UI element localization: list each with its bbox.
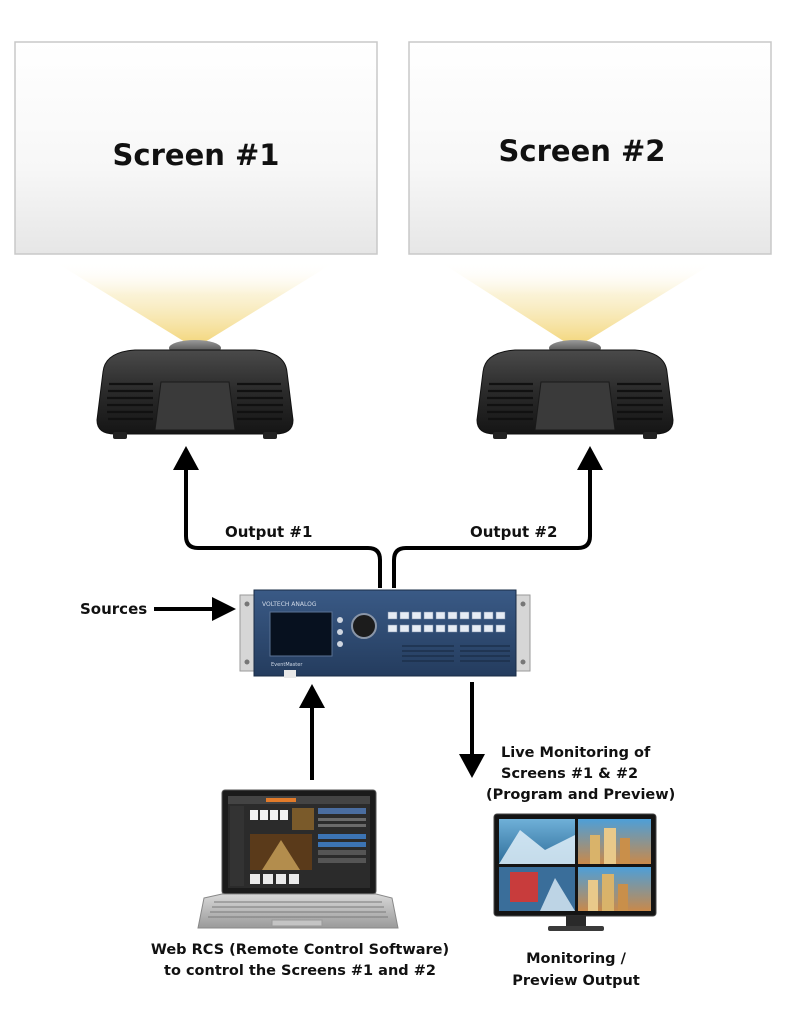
switcher-model: EventMaster: [271, 662, 303, 668]
screen-1: Screen #1: [14, 41, 378, 255]
projector-2-beam: [440, 262, 715, 342]
output-1-arrowhead: [173, 446, 199, 470]
screen-2: Screen #2: [408, 41, 772, 255]
video-switcher: VOLTECH ANALOG EventMaster: [239, 589, 531, 678]
switcher-display: [269, 611, 333, 657]
switcher-buttons: [387, 611, 506, 633]
laptop-caption-line-1: Web RCS (Remote Control Software): [151, 942, 449, 958]
switcher-knob: [351, 613, 377, 639]
control-arrowhead: [299, 684, 325, 708]
projector-2: [476, 340, 674, 439]
live-monitoring-line-1: Live Monitoring of: [501, 745, 651, 761]
screen-1-label: Screen #1: [113, 138, 280, 172]
output-2-arrowhead: [577, 446, 603, 470]
projector-1: [96, 340, 294, 439]
monitor-quadrant-bottom-right: [578, 867, 651, 911]
live-monitoring-line-3: (Program and Preview): [486, 787, 675, 803]
output-2-arrow: [392, 470, 592, 588]
output-1-label: Output #1: [225, 523, 312, 541]
sources-label: Sources: [80, 600, 147, 618]
monitor-quadrant-bottom-left: [499, 867, 575, 911]
laptop: [197, 789, 399, 929]
monitor-caption-line-1: Monitoring /: [526, 951, 626, 967]
monitor-quadrant-top-left: [499, 819, 575, 864]
monitor-quadrant-top-right: [578, 819, 651, 864]
switcher-brand: VOLTECH ANALOG: [262, 601, 317, 608]
sources-arrowhead: [212, 597, 236, 621]
output-1-arrow: [184, 470, 382, 588]
output-2-label: Output #2: [470, 523, 557, 541]
screen-2-label: Screen #2: [499, 134, 666, 168]
live-monitoring-line-2: Screens #1 & #2: [501, 766, 638, 782]
monitoring-arrowhead: [459, 754, 485, 778]
laptop-caption-line-2: to control the Screens #1 and #2: [164, 963, 436, 979]
multiview-monitor: [493, 813, 657, 931]
monitor-caption-line-2: Preview Output: [512, 973, 640, 989]
projector-1-beam: [55, 262, 335, 342]
